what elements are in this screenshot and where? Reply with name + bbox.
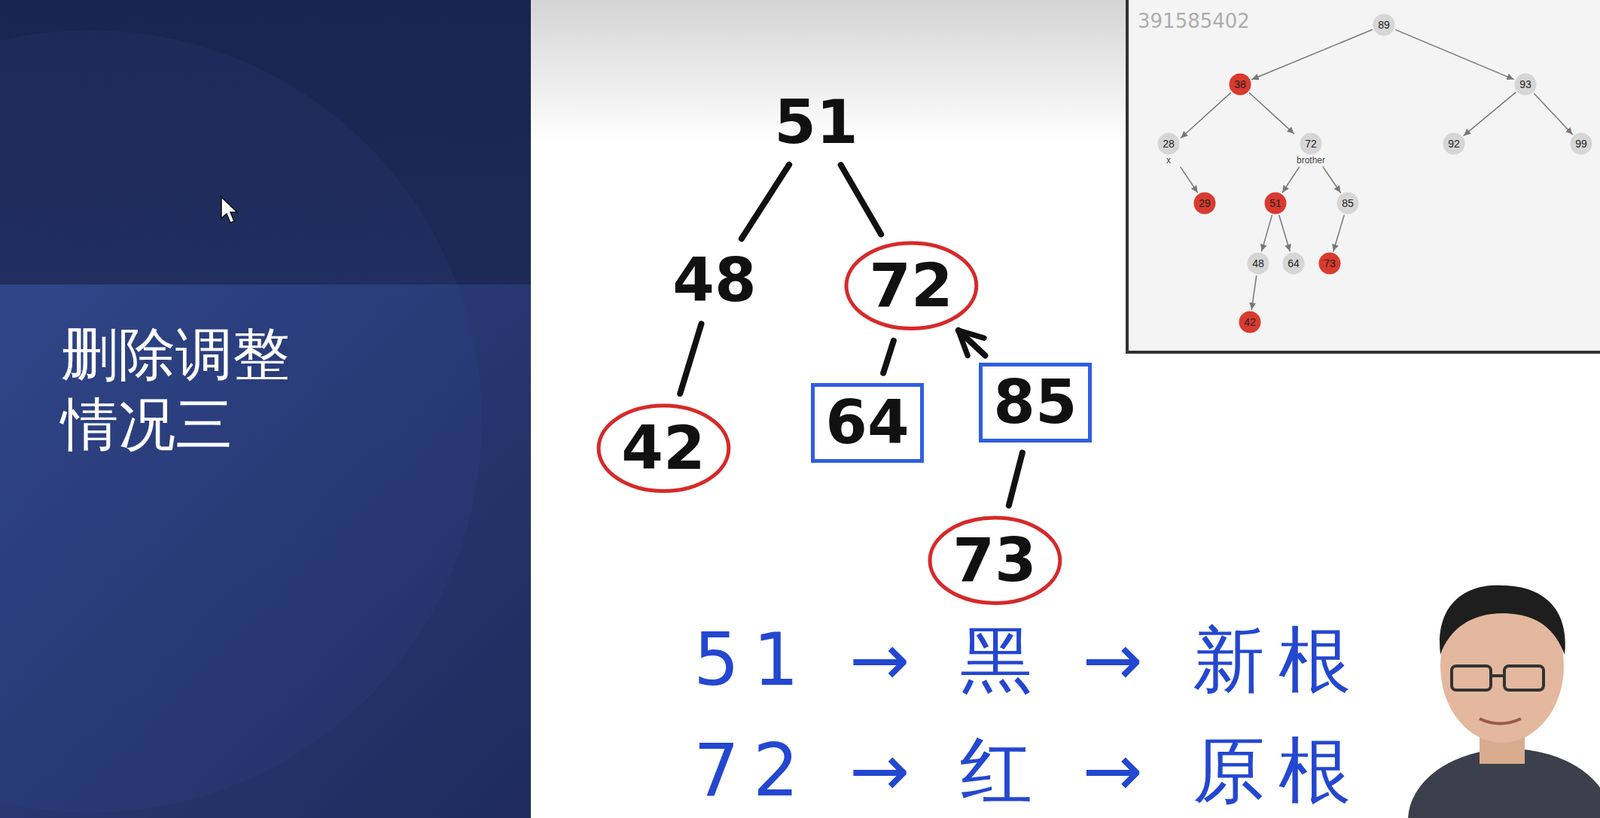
inset-circle bbox=[1264, 192, 1287, 215]
inset-arrow bbox=[1252, 29, 1373, 80]
inset-red-node: 42 bbox=[1238, 310, 1262, 334]
red-circle bbox=[929, 518, 1061, 604]
inset-arrow bbox=[1322, 167, 1341, 193]
inset-arrow bbox=[1180, 92, 1231, 138]
inset-black-node: 72brother bbox=[1295, 132, 1327, 166]
red-circled-node: 42 bbox=[595, 402, 732, 494]
mouse-cursor bbox=[221, 197, 238, 223]
node-value: 42 bbox=[1238, 310, 1262, 334]
inset-circle bbox=[1570, 133, 1593, 156]
blue-boxed-node: 85 bbox=[978, 362, 1092, 443]
node-value: 64 bbox=[1282, 252, 1305, 275]
node-value: 64 bbox=[825, 390, 909, 457]
inset-panel bbox=[1127, 0, 1600, 353]
node-value: 89 bbox=[1372, 13, 1396, 37]
node-value: 72 bbox=[868, 252, 953, 320]
inset-arrow bbox=[1180, 167, 1198, 193]
node-value: 73 bbox=[952, 527, 1037, 595]
inset-black-node: 99 bbox=[1569, 132, 1593, 156]
inset-circle bbox=[1373, 14, 1396, 37]
inset-arrow bbox=[1333, 215, 1344, 251]
inset-black-node: 92 bbox=[1442, 132, 1466, 156]
left-glow bbox=[0, 30, 482, 814]
red-circle bbox=[598, 405, 729, 491]
handwritten-note: 51 → 黑 → 新根 bbox=[693, 621, 1365, 701]
node-value: 99 bbox=[1569, 132, 1593, 156]
inset-red-node: 73 bbox=[1318, 252, 1341, 275]
inset-black-node: 89 bbox=[1372, 13, 1396, 37]
inset-black-node: 85 bbox=[1336, 192, 1360, 215]
tree-branch bbox=[741, 164, 790, 239]
inset-black-node: 48 bbox=[1246, 252, 1270, 275]
watermark: 391585402 bbox=[1137, 10, 1250, 33]
inset-circle bbox=[1229, 73, 1252, 96]
node-value: 85 bbox=[1336, 192, 1360, 215]
inset-circle bbox=[1319, 252, 1341, 275]
node-value: 72 bbox=[1299, 132, 1323, 156]
inset-arrow bbox=[1251, 276, 1256, 310]
inset-red-node: 29 bbox=[1193, 192, 1216, 215]
tree-branch bbox=[1008, 453, 1023, 506]
node-value: 93 bbox=[1514, 73, 1537, 96]
tree-node-text: 51 bbox=[769, 89, 863, 156]
tree-branch bbox=[883, 341, 894, 374]
node-value: 51 bbox=[1264, 192, 1287, 215]
node-value: 51 bbox=[774, 89, 858, 156]
inset-circle bbox=[1283, 252, 1305, 275]
node-value: 48 bbox=[672, 247, 756, 314]
inset-black-node: 28x bbox=[1157, 132, 1180, 166]
inset-circle bbox=[1194, 192, 1216, 215]
inset-arrow bbox=[1261, 215, 1273, 251]
inset-red-node: 38 bbox=[1228, 73, 1252, 96]
inset-red-node: 51 bbox=[1264, 192, 1287, 215]
presenter bbox=[1408, 585, 1600, 818]
handwritten-note: 72 → 红 → 原根 bbox=[693, 731, 1365, 812]
inset-circle bbox=[1300, 133, 1323, 156]
node-value: 28 bbox=[1157, 132, 1180, 156]
inset-circle bbox=[1337, 192, 1360, 215]
tree-branch bbox=[841, 164, 882, 235]
red-circled-node: 73 bbox=[926, 515, 1064, 607]
inset-circle bbox=[1247, 252, 1270, 275]
node-value: 85 bbox=[993, 369, 1077, 436]
inset-circle bbox=[1158, 133, 1180, 156]
inset-arrow bbox=[1279, 215, 1290, 251]
inset-arrow bbox=[1463, 92, 1516, 136]
inset-circle bbox=[1514, 73, 1537, 96]
inset-arrow bbox=[1395, 30, 1515, 80]
slide-title: 删除调整 情况三 bbox=[60, 320, 310, 460]
inset-circle bbox=[1443, 133, 1466, 156]
red-circled-node: 72 bbox=[843, 240, 980, 332]
tree-node-text: 48 bbox=[667, 247, 761, 314]
tree-branch bbox=[679, 323, 701, 394]
node-tag: brother bbox=[1296, 155, 1326, 166]
red-circle bbox=[846, 243, 977, 329]
node-value: 29 bbox=[1193, 192, 1216, 215]
inset-arrow bbox=[1249, 92, 1295, 134]
inset-arrow bbox=[1282, 167, 1299, 193]
node-value: 73 bbox=[1318, 252, 1341, 275]
inset-black-node: 93 bbox=[1514, 73, 1537, 96]
blue-boxed-node: 64 bbox=[810, 383, 924, 464]
node-value: 92 bbox=[1442, 132, 1466, 156]
node-value: 42 bbox=[621, 415, 705, 482]
node-tag: x bbox=[1166, 155, 1171, 166]
inset-circle bbox=[1239, 311, 1262, 334]
tree-branch bbox=[958, 330, 986, 356]
node-value: 48 bbox=[1246, 252, 1270, 275]
node-value: 38 bbox=[1228, 73, 1252, 96]
inset-arrow bbox=[1534, 93, 1573, 135]
inset-black-node: 64 bbox=[1282, 252, 1305, 275]
